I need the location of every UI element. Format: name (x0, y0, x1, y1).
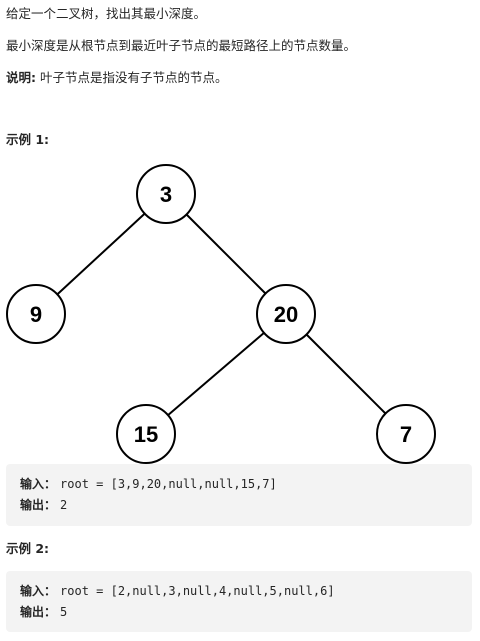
example-1-output-value: 2 (60, 498, 68, 512)
tree-node-label: 20 (274, 302, 298, 327)
tree-node-9: 9 (6, 284, 66, 344)
tree-node-circle (376, 404, 436, 464)
example-1-title: 示例 1: (6, 132, 50, 147)
tree-node-label: 9 (30, 302, 42, 327)
tree-node-circle (6, 284, 66, 344)
tree-node-15: 15 (116, 404, 176, 464)
tree-edge-n3-n9 (56, 212, 146, 296)
note-label: 说明: (6, 70, 36, 85)
example-2-input-value: root = [2,null,3,null,4,null,5,null,6] (60, 584, 335, 598)
input-label: 输入： (20, 477, 57, 491)
example-2-output-value: 5 (60, 605, 68, 619)
tree-node-label: 7 (400, 422, 412, 447)
tree-node-20: 20 (256, 284, 316, 344)
input-label: 输入： (20, 584, 57, 598)
example-1-input-row: 输入：root = [3,9,20,null,null,15,7] (20, 476, 277, 492)
tree-edge-n20-n15 (167, 332, 265, 416)
binary-tree-diagram: 3 9 20 15 7 (6, 164, 436, 464)
problem-statement-line2: 最小深度是从根节点到最近叶子节点的最短路径上的节点数量。 (6, 38, 357, 53)
output-label: 输出： (20, 498, 57, 512)
tree-node-7: 7 (376, 404, 436, 464)
tree-node-circle (256, 284, 316, 344)
tree-node-3: 3 (136, 164, 196, 224)
tree-edge-n3-n20 (185, 213, 267, 295)
example-1-output-row: 输出：2 (20, 497, 67, 513)
example-2-title: 示例 2: (6, 541, 50, 556)
tree-node-circle (116, 404, 176, 464)
note-text: 叶子节点是指没有子节点的节点。 (36, 70, 228, 85)
example-2-input-row: 输入：root = [2,null,3,null,4,null,5,null,6… (20, 583, 335, 599)
problem-note: 说明: 叶子节点是指没有子节点的节点。 (6, 69, 227, 87)
tree-edge-n20-n7 (305, 333, 387, 415)
example-2-io-box: 输入：root = [2,null,3,null,4,null,5,null,6… (6, 571, 472, 632)
tree-node-circle (136, 164, 196, 224)
tree-node-label: 3 (160, 182, 172, 207)
output-label: 输出： (20, 605, 57, 619)
tree-node-label: 15 (134, 422, 158, 447)
example-1-input-value: root = [3,9,20,null,null,15,7] (60, 477, 277, 491)
example-2-output-row: 输出：5 (20, 604, 67, 620)
example-1-io-box: 输入：root = [3,9,20,null,null,15,7] 输出：2 (6, 464, 472, 526)
problem-statement-line1: 给定一个二叉树，找出其最小深度。 (6, 6, 207, 21)
